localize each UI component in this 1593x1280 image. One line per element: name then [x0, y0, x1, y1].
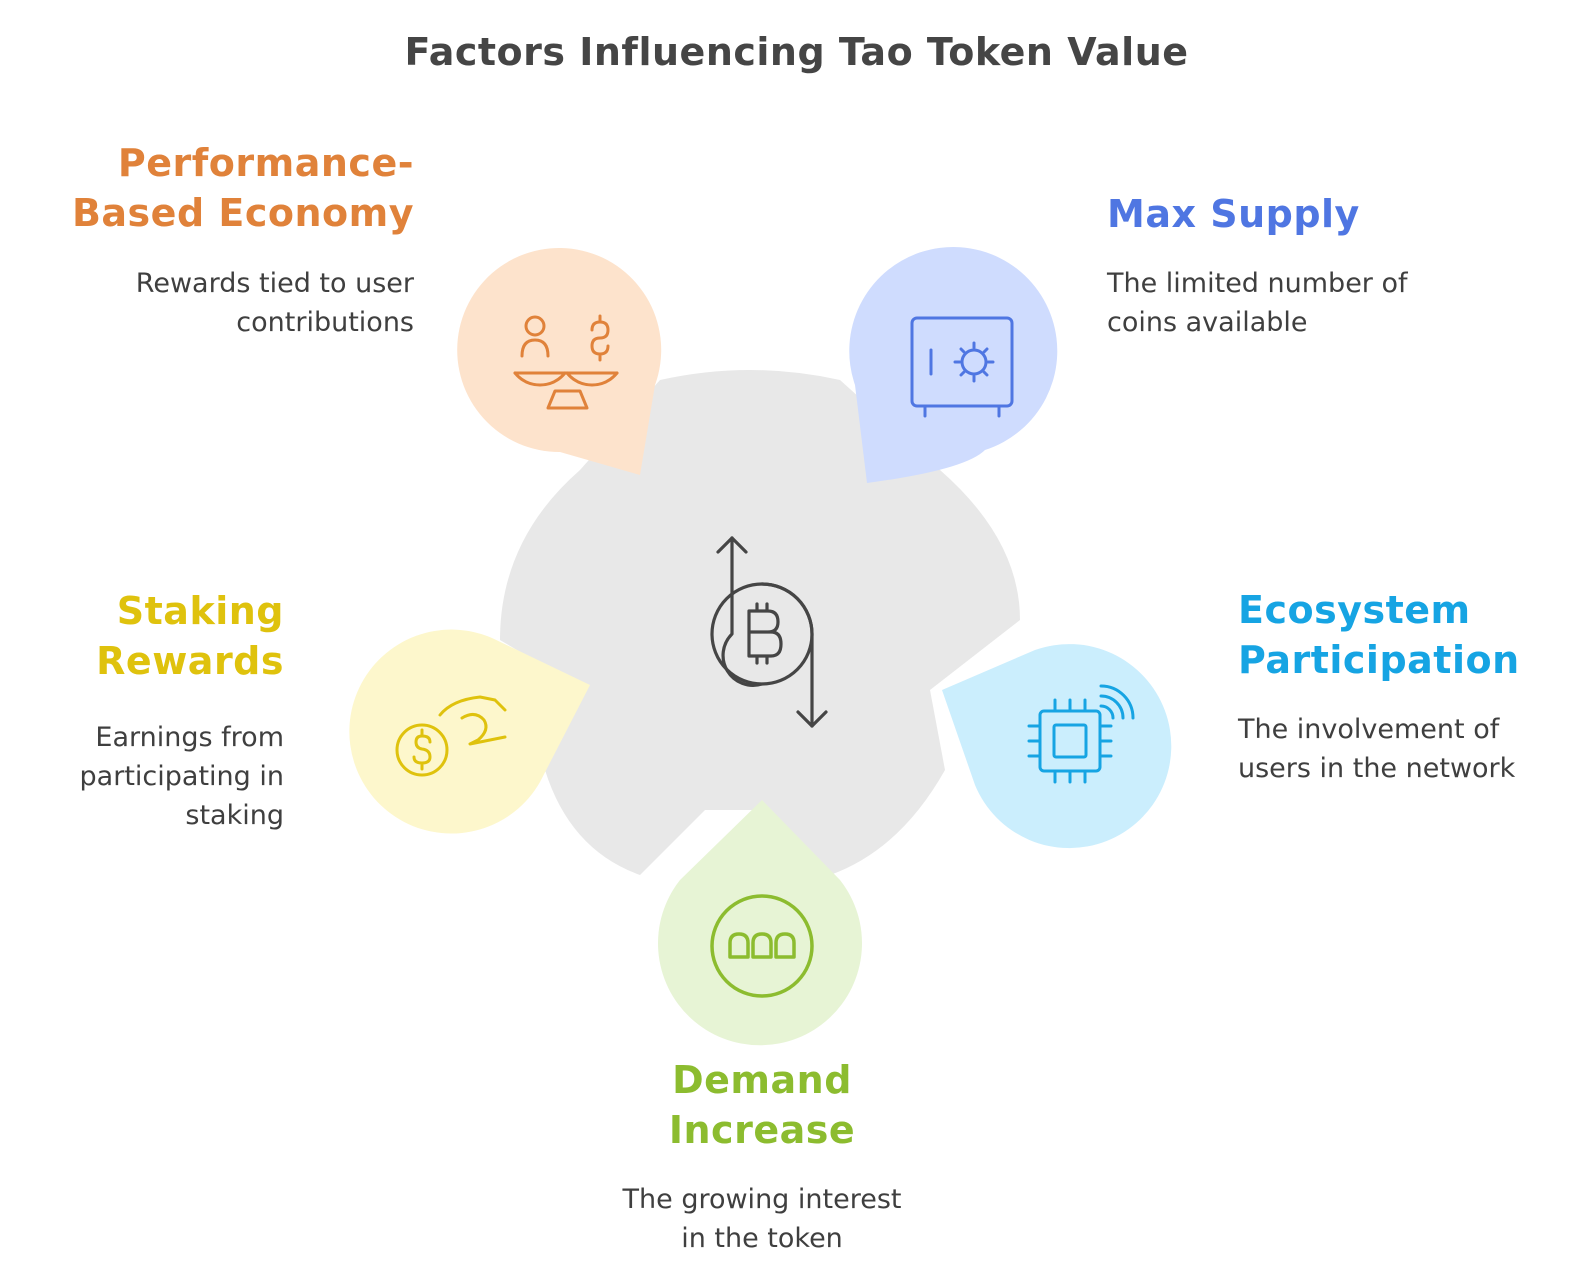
page-title: Factors Influencing Tao Token Value	[404, 30, 1189, 74]
safe-vault-icon	[910, 316, 1014, 418]
bitcoin-exchange-icon	[710, 536, 828, 728]
desc-demand-increase: The growing interest in the token	[622, 1184, 902, 1254]
drop-ecosystem	[942, 644, 1172, 849]
drop-max-supply	[849, 246, 1058, 483]
desc-max-supply: The limited number of coins available	[1107, 268, 1408, 338]
desc-ecosystem-participation: The involvement of users in the network	[1238, 714, 1516, 784]
demand-meter-icon	[710, 894, 814, 998]
heading-performance-based-economy: Performance- Based Economy	[71, 141, 414, 235]
drop-performance	[457, 248, 662, 475]
desc-staking-rewards: Earnings from participating in staking	[79, 722, 284, 831]
heading-max-supply: Max Supply	[1107, 192, 1360, 236]
drop-demand	[658, 800, 862, 1046]
desc-performance-based-economy: Rewards tied to user contributions	[135, 268, 414, 338]
heading-ecosystem-participation: Ecosystem Participation	[1238, 588, 1520, 682]
hand-coin-icon	[395, 695, 507, 777]
chip-signal-icon	[1027, 684, 1135, 784]
heading-demand-increase: Demand Increase	[668, 1058, 856, 1152]
center-hub	[500, 370, 1020, 875]
heading-staking-rewards: Staking Rewards	[96, 589, 284, 683]
balance-scale-icon	[513, 314, 619, 410]
drop-staking	[349, 629, 590, 834]
